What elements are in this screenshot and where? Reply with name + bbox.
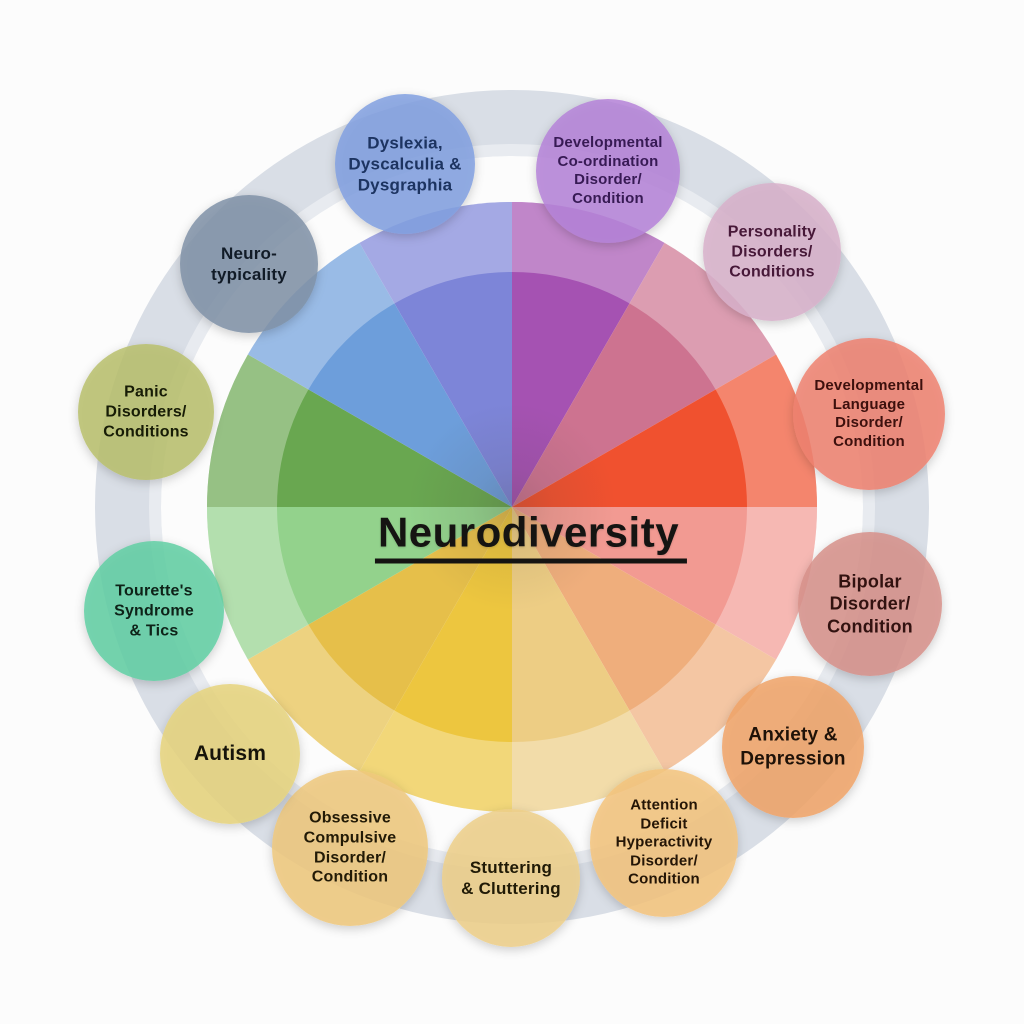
- wheel-label-bipolar-disorder: Bipolar Disorder/ Condition: [827, 571, 913, 637]
- label-circle-tourettes-syndrome-tics: [84, 541, 224, 681]
- label-circle-dyslexia-dyscalculia-dysgraphia: [335, 94, 475, 234]
- label-circle-autism: [160, 684, 300, 824]
- label-circle-personality-disorders: [703, 183, 841, 321]
- wheel-label-panic-disorders: Panic Disorders/ Conditions: [103, 383, 189, 440]
- center-shade: [352, 347, 672, 667]
- wheel-label-autism: Autism: [193, 741, 267, 765]
- wheel-label-dyslexia-dyscalculia-dysgraphia: Dyslexia, Dyscalculia & Dysgraphia: [348, 133, 462, 195]
- wheel-label-stuttering-cluttering: Stuttering & Cluttering: [461, 857, 561, 898]
- pie-rim-highlight: [207, 202, 817, 812]
- wheel-label-developmental-language-disorder: Developmental Language Disorder/ Conditi…: [814, 376, 924, 450]
- label-circle-anxiety-depression: [722, 676, 864, 818]
- label-circle-developmental-coordination-disorder: [536, 99, 680, 243]
- wheel-label-anxiety-depression: Anxiety & Depression: [740, 724, 846, 769]
- wheel-label-personality-disorders: Personality Disorders/ Conditions: [727, 223, 817, 280]
- wheel-label-developmental-coordination-disorder: Developmental Co-ordination Disorder/ Co…: [553, 133, 663, 207]
- label-circle-panic-disorders: [78, 344, 214, 480]
- wheel-label-tourettes-syndrome-tics: Tourette's Syndrome & Tics: [114, 582, 194, 639]
- label-circle-stuttering-cluttering: [442, 809, 580, 947]
- wheel-label-obsessive-compulsive-disorder: Obsessive Compulsive Disorder/ Condition: [303, 809, 397, 886]
- wheel-label-neurotypicality: Neuro- typicality: [211, 243, 287, 284]
- label-circle-obsessive-compulsive-disorder: [272, 770, 428, 926]
- label-circle-neurotypicality: [180, 195, 318, 333]
- label-circle-developmental-language-disorder: [793, 338, 945, 490]
- label-circle-adhd: [590, 769, 738, 917]
- diagram-title: Neurodiversity: [374, 509, 688, 564]
- label-circle-bipolar-disorder: [798, 532, 942, 676]
- wheel-label-adhd: Attention Deficit Hyperactivity Disorder…: [615, 796, 713, 888]
